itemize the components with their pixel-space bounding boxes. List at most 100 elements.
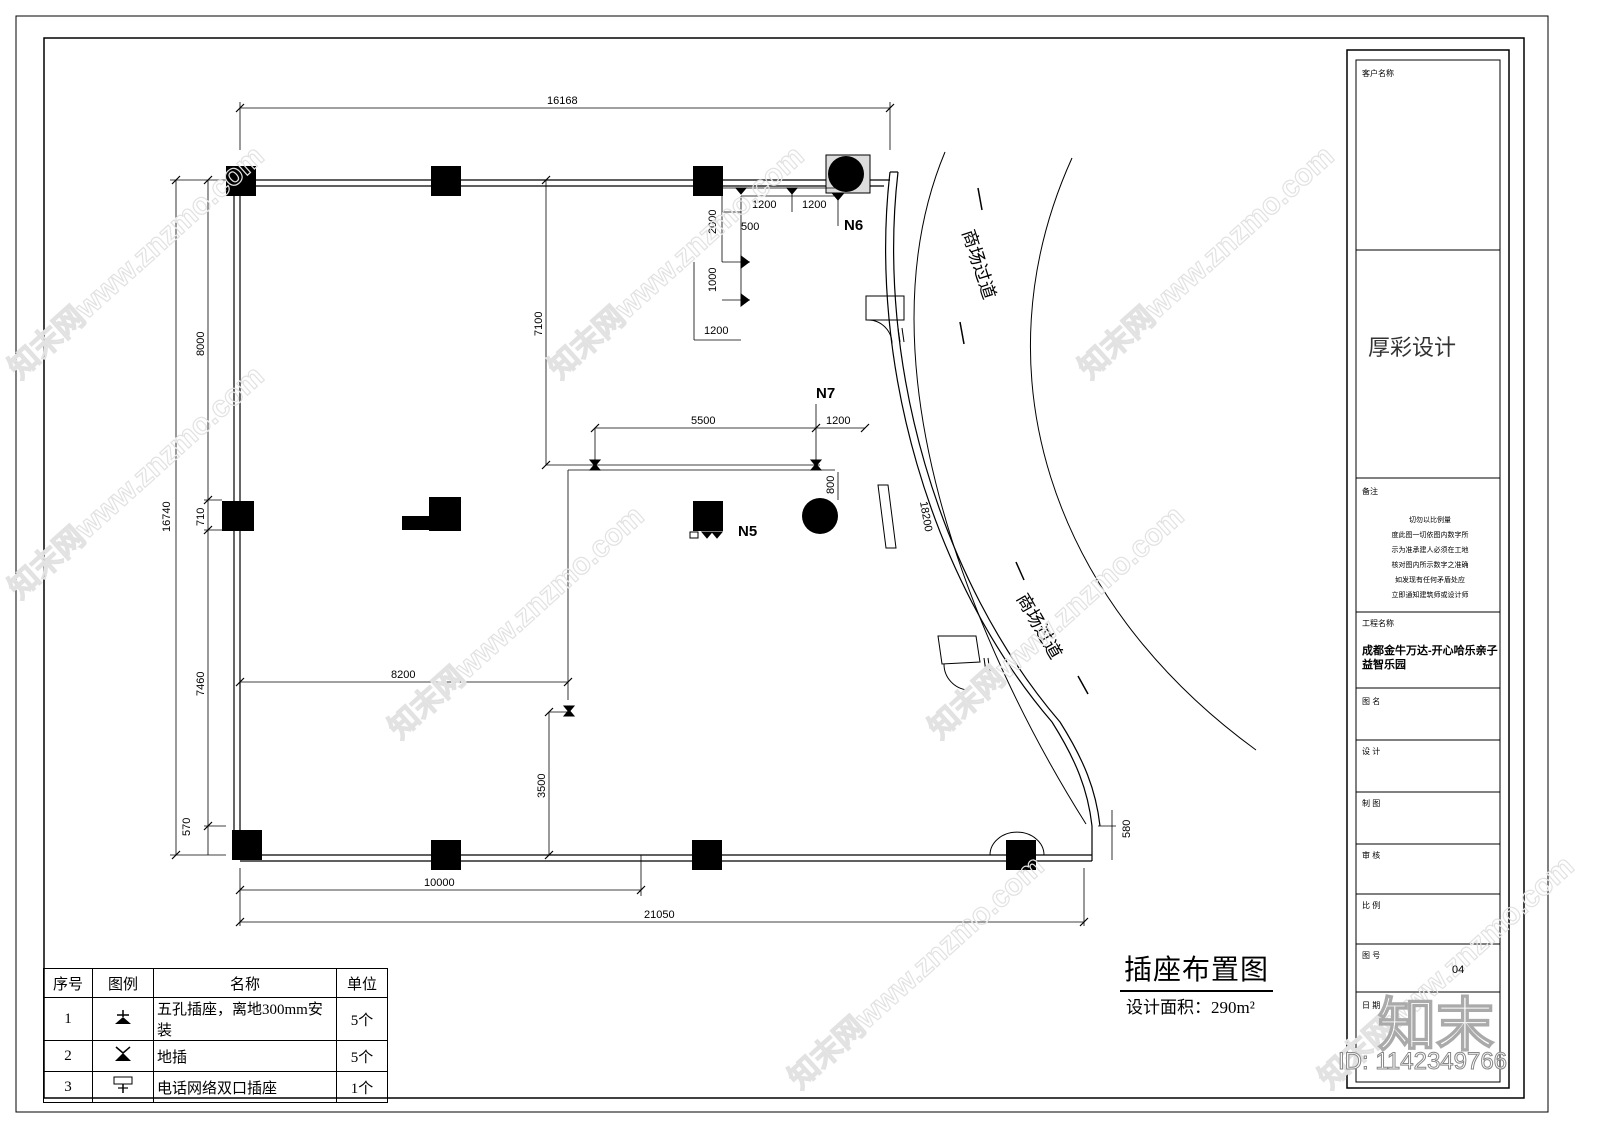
- company-name: 厚彩设计: [1368, 335, 1457, 360]
- dim-n6-c: 1200: [704, 325, 728, 337]
- column: [222, 501, 254, 531]
- dim-mid-horizontal: 8200: [391, 669, 415, 681]
- dim-lower-vertical: 3500: [536, 774, 548, 798]
- dimension-ticks: [171, 103, 1089, 927]
- five-hole-socket-icon: [740, 255, 750, 269]
- dim-left-upper: 8000: [195, 332, 207, 356]
- five-hole-socket-icon: [92, 997, 154, 1041]
- svg-text:知末网www.znzmo.com: 知末网www.znzmo.com: [923, 499, 1191, 745]
- svg-text:知末网www.znzmo.com: 知末网www.znzmo.com: [3, 139, 271, 385]
- brand-watermark: 知末: [1377, 990, 1495, 1060]
- dim-bottom-inner: 10000: [424, 877, 455, 889]
- watermarks: 知末网www.znzmo.com 知末网www.znzmo.com 知末网www…: [2, 139, 1581, 1096]
- legend-name: 电话网络双口插座: [153, 1071, 337, 1103]
- five-hole-socket-icon: [785, 187, 799, 195]
- drafter-label: 制 图: [1362, 799, 1381, 808]
- dim-left-mid: 710: [195, 508, 207, 526]
- note-line: 度此图一切依图内数字所: [1391, 532, 1469, 539]
- floor-socket-icon: [92, 1040, 154, 1072]
- dim-n6-a: 1200: [752, 199, 776, 211]
- dimension-lines: [170, 102, 1116, 926]
- svg-text:知末网www.znzmo.com: 知末网www.znzmo.com: [1073, 139, 1341, 385]
- legend-unit: 1个: [336, 1071, 388, 1103]
- note-line: 示为准承建人必须在工地: [1391, 547, 1469, 554]
- legend-no: 1: [43, 997, 93, 1041]
- five-hole-socket-icon: [831, 193, 845, 201]
- outer-frame: [15, 15, 1549, 1113]
- dim-n7-b: 1200: [826, 415, 850, 427]
- client-label: 客户名称: [1362, 69, 1394, 78]
- column: [429, 497, 461, 531]
- five-hole-socket-icon: [740, 293, 750, 307]
- floor-socket-icon: [809, 459, 823, 471]
- legend-no: 3: [43, 1071, 93, 1103]
- dim-n7-vert: 800: [825, 476, 837, 494]
- scale-label: 比 例: [1362, 901, 1381, 910]
- floor-socket-icon: [588, 459, 602, 471]
- five-hole-socket-icon: [700, 531, 724, 539]
- legend-header-row: 序号 图例 名称 单位: [43, 968, 388, 998]
- legend-unit: 5个: [336, 1040, 388, 1072]
- project-label: 工程名称: [1362, 619, 1394, 628]
- five-hole-socket-icon: [734, 187, 748, 195]
- note-line: 如发现有任何矛盾处应: [1395, 577, 1465, 584]
- column: [431, 166, 461, 196]
- project-name: 成都金牛万达-开心哈乐亲子益智乐园: [1362, 645, 1498, 671]
- svg-text:知末网www.znzmo.com: 知末网www.znzmo.com: [383, 499, 651, 745]
- legend-no: 2: [43, 1040, 93, 1072]
- notes-label: 备注: [1362, 487, 1378, 496]
- legend-name: 地插: [153, 1040, 337, 1072]
- legend-header: 单位: [336, 968, 388, 998]
- dim-overall-height: 16740: [161, 501, 173, 532]
- legend-header: 序号: [43, 968, 93, 998]
- dim-left-lower: 7460: [195, 672, 207, 696]
- svg-text:商场过道: 商场过道: [958, 227, 999, 302]
- column: [693, 501, 723, 531]
- dim-left-bottom: 570: [181, 818, 193, 836]
- svg-text:知末网www.znzmo.com: 知末网www.znzmo.com: [543, 139, 811, 385]
- image-id: ID: 1142349766: [1337, 1048, 1508, 1076]
- title-block: [1346, 49, 1510, 1089]
- column: [226, 166, 256, 196]
- column: [1006, 840, 1036, 870]
- column: [232, 830, 262, 860]
- note-line: 切勿以比例量: [1409, 517, 1451, 524]
- dimension-texts: 16168 16740 8000 710 7460 570 7100 1200 …: [161, 95, 1133, 921]
- dim-arc: 18200: [917, 500, 934, 532]
- note-line: 核对图内所示数字之准确: [1391, 562, 1469, 569]
- dim-interior-vertical: 7100: [533, 312, 545, 336]
- inner-frame: [43, 37, 1525, 1099]
- column: [693, 166, 723, 196]
- svg-text:知末网www.znzmo.com: 知末网www.znzmo.com: [783, 849, 1051, 1095]
- legend-row: 3 电话网络双口插座 1个: [43, 1071, 388, 1103]
- sheet-label: 图 号: [1362, 951, 1381, 960]
- dim-top: 16168: [547, 95, 578, 107]
- designer-label: 设 计: [1362, 747, 1381, 756]
- dim-n6-vert-a: 2000: [707, 210, 719, 234]
- drawing-title: 插座布置图: [1120, 948, 1274, 992]
- column: [692, 840, 722, 870]
- legend-name: 五孔插座，离地300mm安装: [153, 997, 337, 1041]
- column: [402, 516, 430, 530]
- drawing-name-label: 图 名: [1362, 697, 1381, 706]
- label-n7: N7: [816, 385, 835, 402]
- checker-label: 审 核: [1362, 851, 1381, 860]
- legend-header: 名称: [153, 968, 337, 998]
- legend-table: 序号 图例 名称 单位 1 五孔插座，离地300mm安装 5个 2 地插 5个 …: [43, 968, 388, 1103]
- corridor-label-1: 商场过道: [958, 187, 999, 345]
- legend-header: 图例: [92, 968, 154, 998]
- tel-network-socket-icon: [689, 531, 699, 539]
- floor-socket-icon: [562, 705, 576, 717]
- tel-network-socket-icon: [92, 1071, 154, 1103]
- walls: [233, 171, 1101, 862]
- dim-n6-vert-b: 1000: [707, 268, 719, 292]
- design-area: 设计面积：290m²: [1126, 998, 1255, 1017]
- sheet-number: 04: [1452, 964, 1465, 976]
- column: [431, 840, 461, 870]
- legend-row: 1 五孔插座，离地300mm安装 5个: [43, 997, 388, 1041]
- legend-row: 2 地插 5个: [43, 1040, 388, 1072]
- columns: [222, 166, 1036, 870]
- dim-n6-b: 1200: [802, 199, 826, 211]
- doors: [865, 295, 1045, 856]
